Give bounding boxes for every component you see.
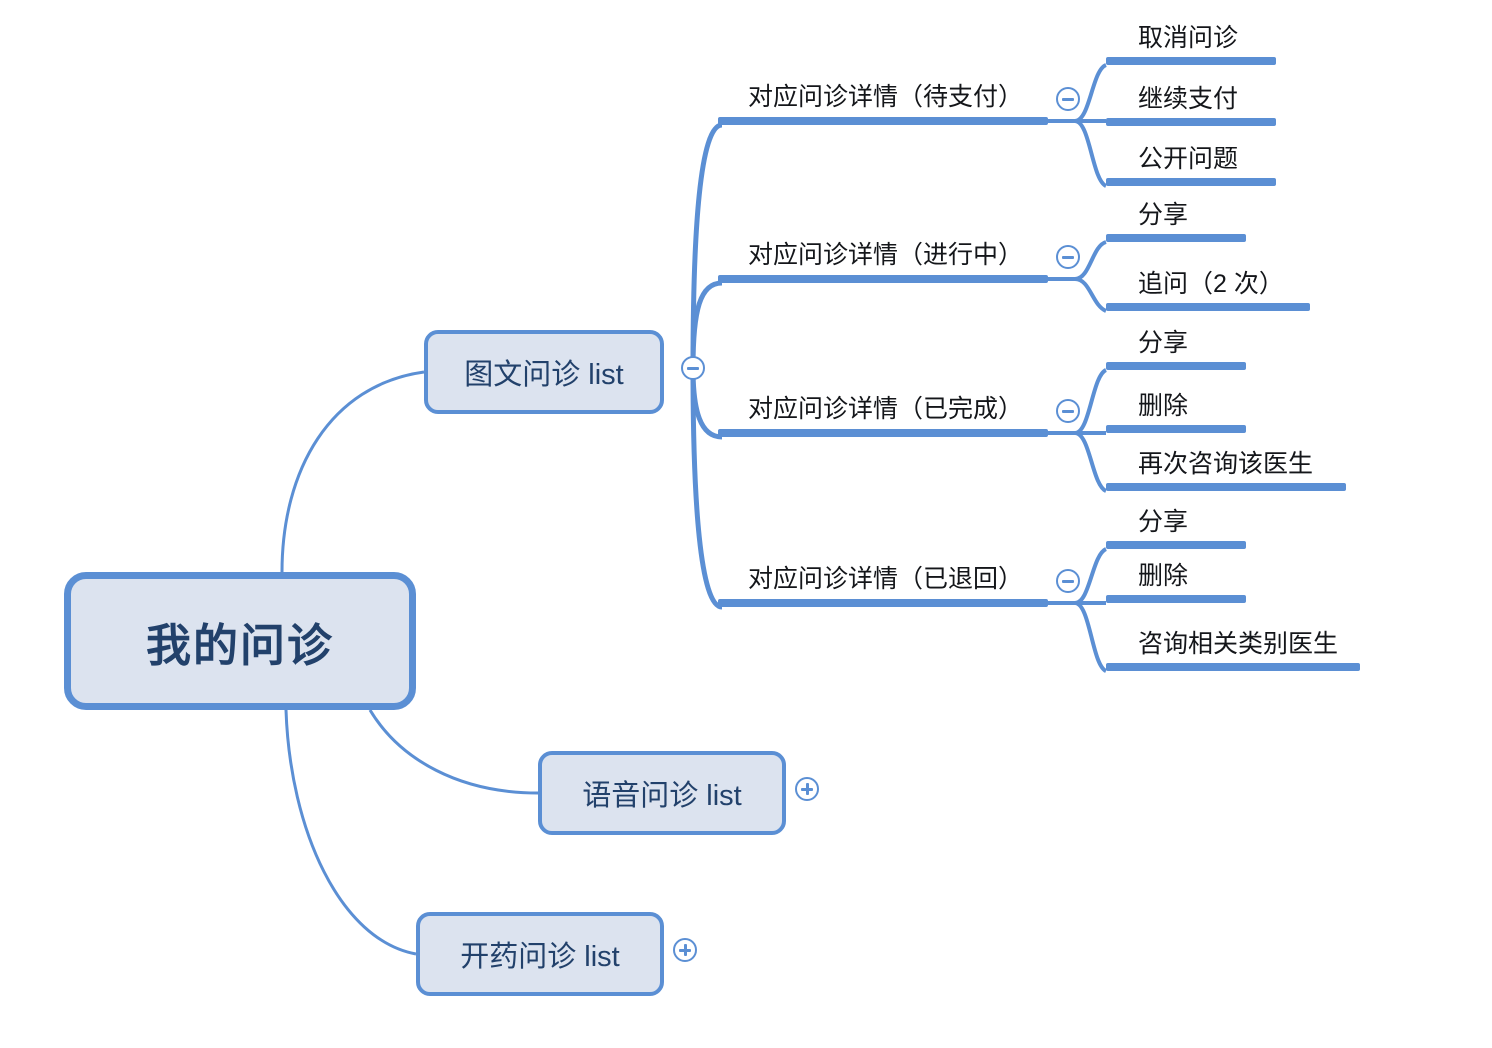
- leaf-node-quxiaowenzhen[interactable]: 取消问诊: [1106, 18, 1276, 65]
- leaf-node-fenxiang-label: 分享: [1138, 329, 1189, 357]
- edge-topic1-to-leaf-3: [1074, 119, 1108, 188]
- leaf-node-gongkaiwenti-label: 公开问题: [1138, 145, 1239, 173]
- leaf-node-fenxiang-yituihui[interactable]: 分享: [1106, 502, 1246, 549]
- leaf-node-shanchu-yituihui[interactable]: 删除: [1106, 556, 1246, 603]
- branch-node-yuyin-label: 语音问诊 list: [582, 780, 742, 812]
- branch-node-yuyin[interactable]: 语音问诊 list: [538, 751, 786, 835]
- topic-underline-bar: [718, 117, 1048, 125]
- plus-circle-icon-branch-yuyin[interactable]: [795, 777, 819, 801]
- edge-topic3-to-leaf-3: [1074, 431, 1108, 493]
- topic-underline-bar: [718, 429, 1048, 437]
- edge-root-to-branch-2: [368, 709, 539, 795]
- leaf-underline-bar: [1106, 234, 1246, 242]
- leaf-node-jixuzhifu[interactable]: 继续支付: [1106, 79, 1276, 126]
- topic-node-yiwancheng[interactable]: 对应问诊详情（已完成）: [718, 388, 1048, 437]
- edge-topic4-to-leaf-1: [1074, 547, 1108, 605]
- leaf-underline-bar: [1106, 541, 1246, 549]
- leaf-underline-bar: [1106, 362, 1246, 370]
- leaf-underline-bar: [1106, 118, 1276, 126]
- topic-node-yituihui[interactable]: 对应问诊详情（已退回）: [718, 558, 1048, 607]
- topic-node-daizhifu-label: 对应问诊详情（待支付）: [748, 83, 1024, 111]
- leaf-node-shanchu-label: 删除: [1138, 562, 1189, 590]
- edge-topic3-to-leaf-1: [1074, 368, 1108, 435]
- leaf-underline-bar: [1106, 595, 1246, 603]
- minus-circle-icon-topic-jinxingzhong[interactable]: [1056, 245, 1080, 269]
- root-node[interactable]: 我的问诊: [64, 572, 416, 710]
- minus-circle-icon-topic-daizhifu[interactable]: [1056, 87, 1080, 111]
- leaf-node-fenxiang-label: 分享: [1138, 508, 1189, 536]
- leaf-node-zaicizixun[interactable]: 再次咨询该医生: [1106, 444, 1346, 491]
- leaf-node-jixuzhifu-label: 继续支付: [1138, 85, 1239, 113]
- leaf-underline-bar: [1106, 178, 1276, 186]
- minus-circle-icon-topic-yiwancheng[interactable]: [1056, 399, 1080, 423]
- topic-node-yituihui-label: 对应问诊详情（已退回）: [748, 565, 1024, 593]
- leaf-node-zhuiwen-label: 追问（2 次）: [1138, 270, 1284, 298]
- leaf-node-quxiaowenzhen-label: 取消问诊: [1138, 24, 1239, 52]
- leaf-node-gongkaiwenti[interactable]: 公开问题: [1106, 139, 1276, 186]
- root-node-label: 我的问诊: [145, 619, 334, 671]
- edge-topic4-to-leaf-3: [1074, 601, 1108, 673]
- leaf-node-zixunxiangguan-label: 咨询相关类别医生: [1138, 630, 1339, 658]
- topic-node-daizhifu[interactable]: 对应问诊详情（待支付）: [718, 76, 1048, 125]
- leaf-node-zixunxiangguan[interactable]: 咨询相关类别医生: [1106, 624, 1360, 671]
- leaf-node-shanchu-label: 删除: [1138, 392, 1189, 420]
- edge-topic2-to-leaf-2: [1074, 277, 1108, 313]
- topic-node-jinxingzhong-label: 对应问诊详情（进行中）: [748, 241, 1024, 269]
- edge-topic2-to-leaf-1: [1074, 240, 1107, 281]
- branch-node-kaiyao[interactable]: 开药问诊 list: [416, 912, 664, 996]
- leaf-node-fenxiang-yiwancheng[interactable]: 分享: [1106, 323, 1246, 370]
- topic-node-yiwancheng-label: 对应问诊详情（已完成）: [748, 395, 1024, 423]
- leaf-node-shanchu-yiwancheng[interactable]: 删除: [1106, 386, 1246, 433]
- branch-node-tuwen-label: 图文问诊 list: [464, 359, 624, 391]
- branch-node-kaiyao-label: 开药问诊 list: [460, 941, 620, 973]
- leaf-node-zaicizixun-label: 再次咨询该医生: [1138, 450, 1314, 478]
- minus-circle-icon-branch-tuwen[interactable]: [681, 356, 705, 380]
- leaf-node-fenxiang-label: 分享: [1138, 201, 1189, 229]
- plus-circle-icon-branch-kaiyao[interactable]: [673, 938, 697, 962]
- topic-underline-bar: [718, 599, 1048, 607]
- topic-node-jinxingzhong[interactable]: 对应问诊详情（进行中）: [718, 234, 1048, 283]
- branch-node-tuwen[interactable]: 图文问诊 list: [424, 330, 664, 414]
- minus-circle-icon-topic-yituihui[interactable]: [1056, 569, 1080, 593]
- leaf-underline-bar: [1106, 483, 1346, 491]
- leaf-underline-bar: [1106, 57, 1276, 65]
- leaf-node-fenxiang-jinxingzhong[interactable]: 分享: [1106, 195, 1246, 242]
- edge-root-to-branch-1: [280, 370, 425, 573]
- edge-root-to-branch-3: [284, 709, 417, 956]
- leaf-underline-bar: [1106, 425, 1246, 433]
- topic-underline-bar: [718, 275, 1048, 283]
- leaf-node-zhuiwen[interactable]: 追问（2 次）: [1106, 264, 1310, 311]
- edge-topic1-to-leaf-1: [1074, 63, 1108, 123]
- leaf-underline-bar: [1106, 663, 1360, 671]
- leaf-underline-bar: [1106, 303, 1310, 311]
- edge-branch1-to-topic-2: [690, 280, 723, 369]
